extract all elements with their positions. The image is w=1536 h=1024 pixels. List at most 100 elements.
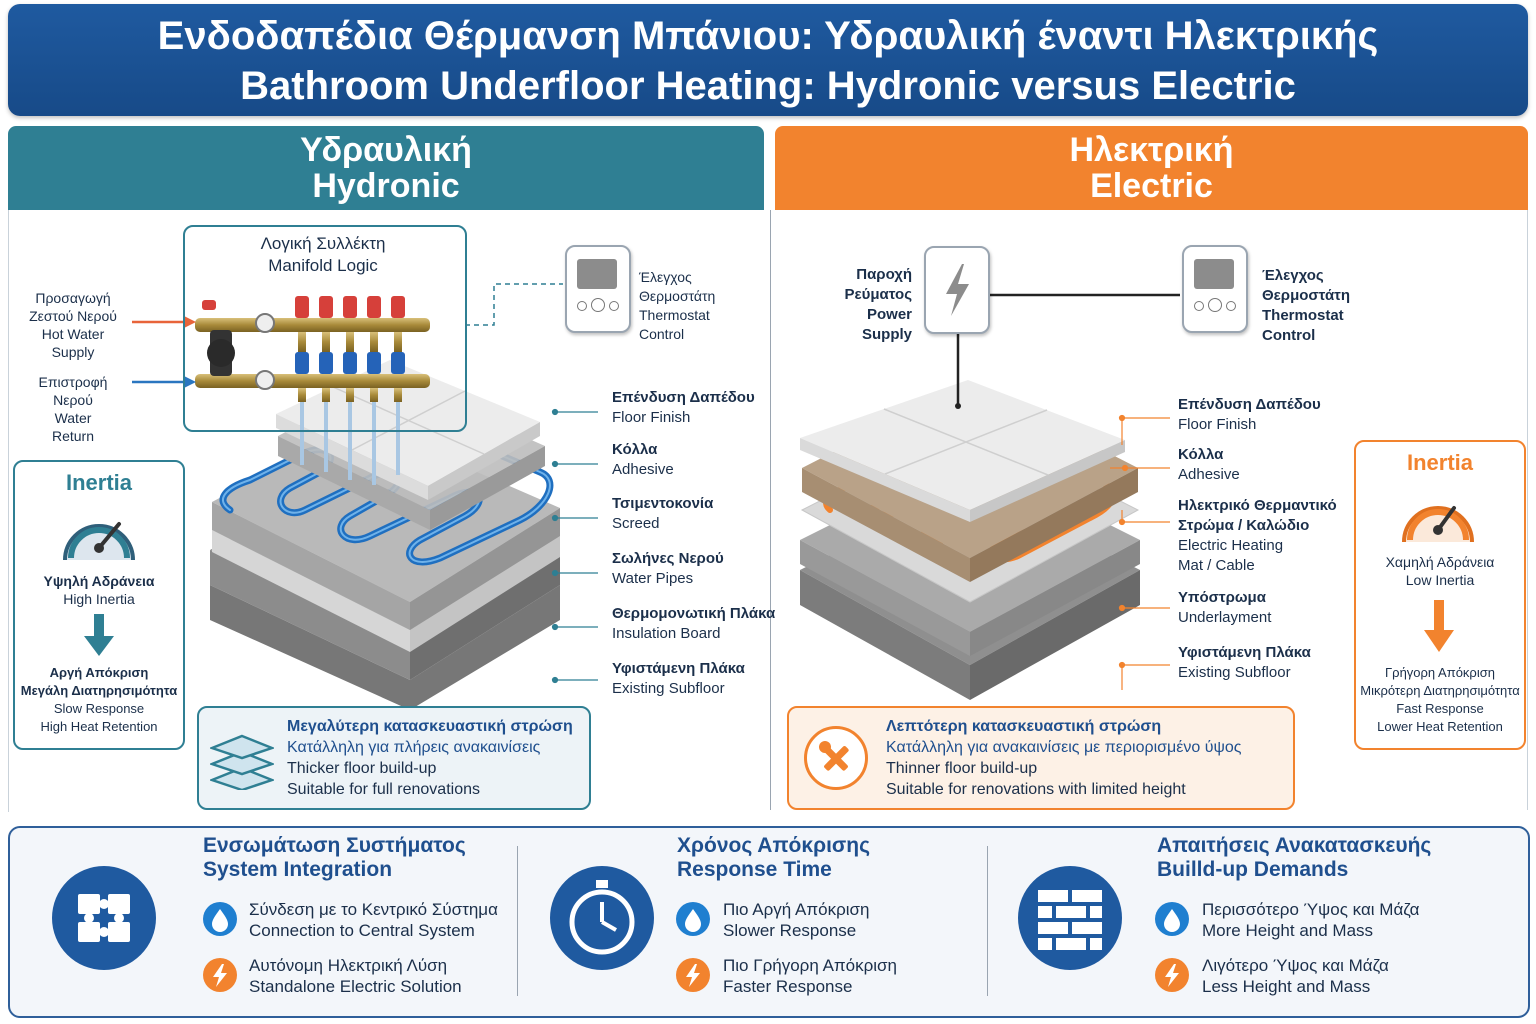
summary-col-3: Απαιτήσεις Ανακατασκευής Builld-up Deman… [1157, 834, 1477, 882]
hnote-1: Μεγαλύτερη κατασκευαστική στρώση [287, 718, 573, 735]
electric-thermostat-label: Έλεγχος Θερμοστάτη Thermostat Control [1262, 266, 1372, 346]
supply-line-1: Προσαγωγή [35, 290, 111, 306]
col1-title-english: System Integration [203, 858, 393, 881]
supply-line-2: Ζεστού Νερού [29, 308, 117, 324]
electric-inertia-card [1354, 440, 1526, 750]
hnote-4: Suitable for full renovations [287, 781, 480, 798]
eresp-english-1: Fast Response [1396, 701, 1484, 716]
water-drop-icon [203, 902, 237, 936]
manifold-logic-box [183, 225, 467, 432]
col1-item2-english: Standalone Electric Solution [249, 977, 462, 996]
summary-divider-2 [987, 846, 988, 996]
col1-item-1: Σύνδεση με το Κεντρικό Σύστημα Connectio… [249, 899, 511, 941]
hydronic-thermostat-label: Έλεγχος Θερμοστάτη Thermostat Control [639, 268, 749, 344]
hydronic-inertia-title: Inertia [65, 470, 133, 495]
col3-item1-english: More Height and Mass [1202, 921, 1374, 940]
summary-col-1: Ενσωμάτωση Συστήματος System Integration [203, 834, 503, 882]
title-english: Bathroom Underfloor Heating: Hydronic ve… [240, 64, 1296, 108]
col2-item2-english: Faster Response [723, 977, 853, 996]
electric-panel-edge [1527, 210, 1528, 810]
col3-title-english: Builld-up Demands [1157, 858, 1349, 881]
col2-item1-greek: Πιο Αργή Απόκριση [723, 900, 870, 919]
enote-1: Λεπτότερη κατασκευαστική στρώση [886, 718, 1162, 735]
electric-title-greek: Ηλεκτρική [1069, 131, 1234, 169]
brick-wall-icon [1018, 866, 1122, 970]
lightning-icon [203, 958, 237, 992]
electric-inertia-response: Γρήγορη Απόκριση Μικρότερη Διατηρησιμότη… [1354, 664, 1526, 736]
col3-title-greek: Απαιτήσεις Ανακατασκευής [1157, 834, 1432, 857]
thermo-line-2: Θερμοστάτη [639, 288, 716, 304]
electric-inertia-level: Χαμηλή Αδράνεια Low Inertia [1354, 553, 1526, 589]
hydronic-inertia-card [13, 460, 185, 750]
col1-item2-greek: Αυτόνομη Ηλεκτρική Λύση [249, 956, 448, 975]
gauge-high-icon [63, 522, 135, 561]
enote-4: Suitable for renovations with limited he… [886, 781, 1186, 798]
enote-3: Thinner floor build-up [886, 760, 1038, 777]
arrow-down-orange-icon [1424, 600, 1454, 652]
col2-title-english: Response Time [677, 858, 832, 881]
title-banner: Ενδοδαπέδια Θέρμανση Μπάνιου: Υδραυλική … [8, 4, 1528, 116]
col1-item1-greek: Σύνδεση με το Κεντρικό Σύστημα [249, 900, 498, 919]
comparison-summary [8, 826, 1530, 1018]
supply-line-3: Hot Water [41, 326, 105, 342]
hydronic-panel [8, 210, 763, 812]
stopwatch-icon [550, 866, 654, 970]
lightning-bolt-icon [946, 264, 969, 316]
layers-icon [210, 734, 274, 790]
layer-leader-lines [551, 408, 598, 684]
thermo-line-3: Thermostat [639, 307, 710, 323]
power-line-2: Ρεύματος [844, 286, 913, 303]
electric-leader-lines [1110, 414, 1170, 690]
return-line-4: Return [51, 428, 95, 444]
lightning-icon [1155, 958, 1189, 992]
electric-illustration [800, 293, 1180, 700]
hydronic-illustration [132, 283, 598, 710]
return-line-3: Water [54, 410, 92, 426]
hydronic-note-text: Μεγαλύτερη κατασκευαστική στρώση Κατάλλη… [287, 716, 587, 800]
hot-water-supply-label: Προσαγωγή Ζεστού Νερού Hot Water Supply [18, 289, 128, 361]
power-supply-icon [924, 246, 990, 334]
summary-col-2: Χρόνος Απόκρισης Response Time [677, 834, 977, 882]
hnote-3: Thicker floor build-up [287, 760, 437, 777]
manifold-riser-pipes [300, 400, 400, 485]
col1-item1-english: Connection to Central System [249, 921, 475, 940]
return-arrow [132, 376, 196, 388]
enote-2: Κατάλληλη για ανακαινίσεις με περιορισμέ… [886, 739, 1242, 756]
col2-item1-english: Slower Response [723, 921, 857, 940]
title-greek: Ενδοδαπέδια Θέρμανση Μπάνιου: Υδραυλική … [157, 14, 1379, 58]
thermo-line-1: Έλεγχος [639, 269, 692, 285]
col3-item-2: Λιγότερο Ύψος και Μάζα Less Height and M… [1202, 955, 1502, 997]
water-drop-icon [1155, 902, 1189, 936]
power-line-4: Supply [861, 326, 912, 343]
electric-note-box [787, 706, 1295, 810]
col2-item-2: Πιο Γρήγορη Απόκριση Faster Response [723, 955, 973, 997]
hydronic-thermostat-icon [565, 245, 631, 333]
einertia-level-greek: Χαμηλή Αδράνεια [1385, 554, 1495, 570]
return-line-2: Νερού [53, 392, 93, 408]
ethermo-line-1: Έλεγχος [1262, 267, 1324, 284]
eresp-greek-1: Γρήγορη Απόκριση [1385, 665, 1495, 680]
eresp-english-2: Lower Heat Retention [1377, 719, 1503, 734]
ethermo-line-4: Control [1262, 327, 1316, 344]
einertia-level-english: Low Inertia [1405, 572, 1475, 588]
hydronic-inertia-level: Υψηλή Αδράνεια High Inertia [13, 572, 185, 608]
col2-item-1: Πιο Αργή Απόκριση Slower Response [723, 899, 973, 941]
resp-english-1: Slow Response [53, 701, 145, 716]
col1-title-greek: Ενσωμάτωση Συστήματος [203, 834, 466, 857]
summary-divider-1 [517, 846, 518, 996]
hydronic-note-box [197, 706, 591, 810]
lightning-icon [676, 958, 710, 992]
electric-thermostat-icon [1182, 245, 1248, 333]
electric-title-english: Electric [1090, 167, 1213, 205]
inertia-level-english: High Inertia [63, 591, 135, 607]
